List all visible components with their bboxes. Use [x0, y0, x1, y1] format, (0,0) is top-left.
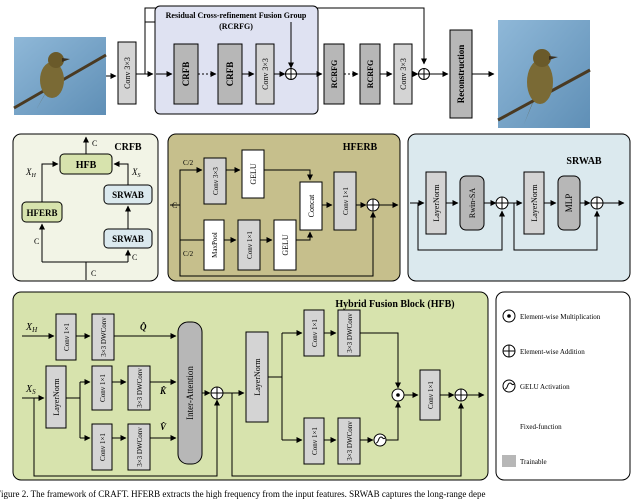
gelu-bottom-label: GELU — [281, 234, 290, 256]
reconstruction-label: Reconstruction — [456, 45, 466, 104]
concat-label: Concat — [307, 194, 316, 217]
gelu-icon — [502, 379, 516, 393]
rwin-label: Rwin-SA — [468, 188, 477, 218]
conv-v-label: Conv 1×1 — [99, 433, 107, 461]
gelu-top-label: GELU — [249, 163, 258, 185]
inter-attention-label: Inter-Attention — [185, 366, 195, 420]
rcrfg-abbr: (RCRFG) — [219, 22, 253, 31]
hferb-node-label: HFERB — [26, 208, 57, 218]
v-label: V̂ — [160, 422, 167, 432]
dwconv-q-block — [91, 313, 115, 361]
legend-panel — [495, 291, 631, 481]
conv-xh-label: Conv 1×1 — [63, 323, 71, 351]
c-right-label: C — [132, 253, 137, 262]
hferb-conv-out-label: Conv 1×1 — [342, 187, 350, 215]
conv-g2-label: Conv 1×1 — [311, 427, 319, 455]
conv-v-block — [91, 423, 113, 471]
conv1-label: Conv 1×1 — [246, 231, 254, 259]
dwconv-g2-block — [337, 417, 361, 465]
maxpool-block — [203, 219, 225, 271]
srwab-panel — [407, 133, 631, 282]
dw-g1-label: 3×3 DWConv — [346, 313, 354, 353]
layernorm-hfb — [45, 365, 67, 429]
legend-gelu: GELU Activation — [520, 383, 570, 391]
xh-label: XH — [25, 167, 37, 179]
figure-caption: Figure 2. The framework of CRAFT. HFERB … — [0, 489, 486, 499]
conv-k-label: Conv 1×1 — [99, 374, 107, 402]
hfb-title: Hybrid Fusion Block (HFB) — [335, 299, 454, 310]
srwab-top-label: SRWAB — [112, 190, 144, 200]
srwab-title: SRWAB — [566, 156, 602, 167]
rcrfg-2-label: RCRFG — [366, 60, 375, 88]
conv-out-label: Conv 3×3 — [399, 58, 408, 90]
hfb-conv-out-label: Conv 1×1 — [427, 381, 435, 409]
crfb-b-label: CRFB — [225, 62, 235, 87]
legend-mult: Element-wise Multiplication — [520, 313, 601, 321]
dw-q-label: 3×3 DWConv — [100, 317, 108, 357]
input-image — [13, 37, 107, 115]
gelu-icon — [373, 433, 387, 447]
q-label: Q̂ — [140, 321, 147, 332]
legend-fixed: Fixed-function — [520, 423, 562, 431]
srwab-bottom-label: SRWAB — [112, 234, 144, 244]
hfb-node-label: HFB — [76, 160, 97, 171]
ln-ffn-label: LayerNorm — [253, 358, 262, 396]
conv-xh-block — [55, 313, 77, 361]
c-half-bottom-label: C/2 — [183, 250, 194, 258]
c-half-top-label: C/2 — [183, 159, 194, 167]
dwconv-v-block — [127, 423, 151, 471]
fixed-function-swatch — [501, 419, 517, 433]
hferb-title: HFERB — [343, 142, 378, 153]
legend-add: Element-wise Addition — [520, 348, 585, 356]
crfb-a-label: CRFB — [181, 62, 191, 87]
dwconv-k-block — [127, 365, 151, 411]
conv-in-block — [117, 41, 137, 105]
gelu-bottom-block — [273, 219, 297, 271]
conv-out-block — [333, 171, 357, 231]
conv3-block — [203, 157, 227, 205]
mlp-label: MLP — [564, 194, 574, 213]
conv3-label: Conv 3×3 — [212, 167, 220, 195]
conv-g1-label: Conv 1×1 — [311, 319, 319, 347]
c-left-label: C — [34, 237, 39, 246]
conv-in-label: Conv 3×3 — [123, 57, 132, 89]
gelu-top-block — [241, 149, 265, 199]
xs-label: XS — [131, 167, 141, 179]
ln2-label: LayerNorm — [530, 184, 539, 222]
maxpool-label: MaxPool — [211, 232, 219, 258]
xh-input-label: XH — [25, 322, 38, 334]
trainable-swatch — [502, 455, 516, 467]
dw-v-label: 3×3 DWConv — [136, 427, 144, 467]
conv1-block — [237, 219, 261, 271]
ln-main-label: LayerNorm — [52, 378, 61, 416]
xs-input-label: XS — [25, 384, 36, 396]
rcrfg-title: Residual Cross-refinement Fusion Group — [166, 11, 307, 20]
ln1-label: LayerNorm — [432, 184, 441, 222]
rcrfg-1-label: RCRFG — [330, 60, 339, 88]
conv-k-block — [91, 365, 113, 411]
crfb-title: CRFB — [114, 142, 142, 153]
legend-trainable: Trainable — [520, 458, 547, 466]
concat-block — [299, 181, 323, 231]
crfb-block-a — [173, 43, 199, 105]
k-label: K̂ — [159, 385, 167, 396]
c-top-label: C — [92, 139, 97, 148]
output-image — [497, 20, 591, 128]
crfb-block-b — [217, 43, 243, 105]
c-bottom-label: C — [91, 269, 96, 278]
dw-k-label: 3×3 DWConv — [136, 368, 144, 408]
dw-g2-label: 3×3 DWConv — [346, 421, 354, 461]
conv-g2-block — [303, 417, 325, 465]
conv-inner-label: Conv 3×3 — [261, 58, 270, 90]
